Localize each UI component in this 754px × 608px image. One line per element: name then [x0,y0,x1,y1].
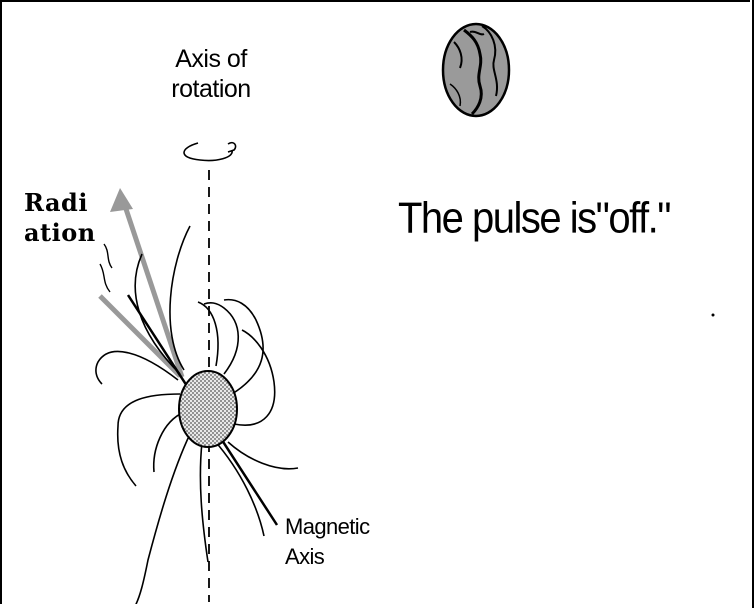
axis-label-line2: rotation [152,74,270,104]
earth-globe-icon [443,24,509,116]
rotation-arrow [184,143,236,161]
radiation-label-line1: Radi [24,188,96,218]
pulse-status-text: The pulse is"off." [398,194,670,244]
radiation-waves [100,244,112,292]
radiation-label-line2: ation [24,218,96,248]
neutron-star-icon [179,371,237,447]
axis-of-rotation-label: Axis of rotation [152,44,270,104]
radiation-label: Radi ation [24,188,96,248]
radiation-beams [100,188,182,377]
magnetic-label-line1: Magnetic [285,512,369,542]
magnetic-label-line2: Axis [285,542,369,572]
axis-label-line1: Axis of [152,44,270,74]
background-dot [712,314,715,317]
magnetic-axis-label: Magnetic Axis [285,512,369,572]
